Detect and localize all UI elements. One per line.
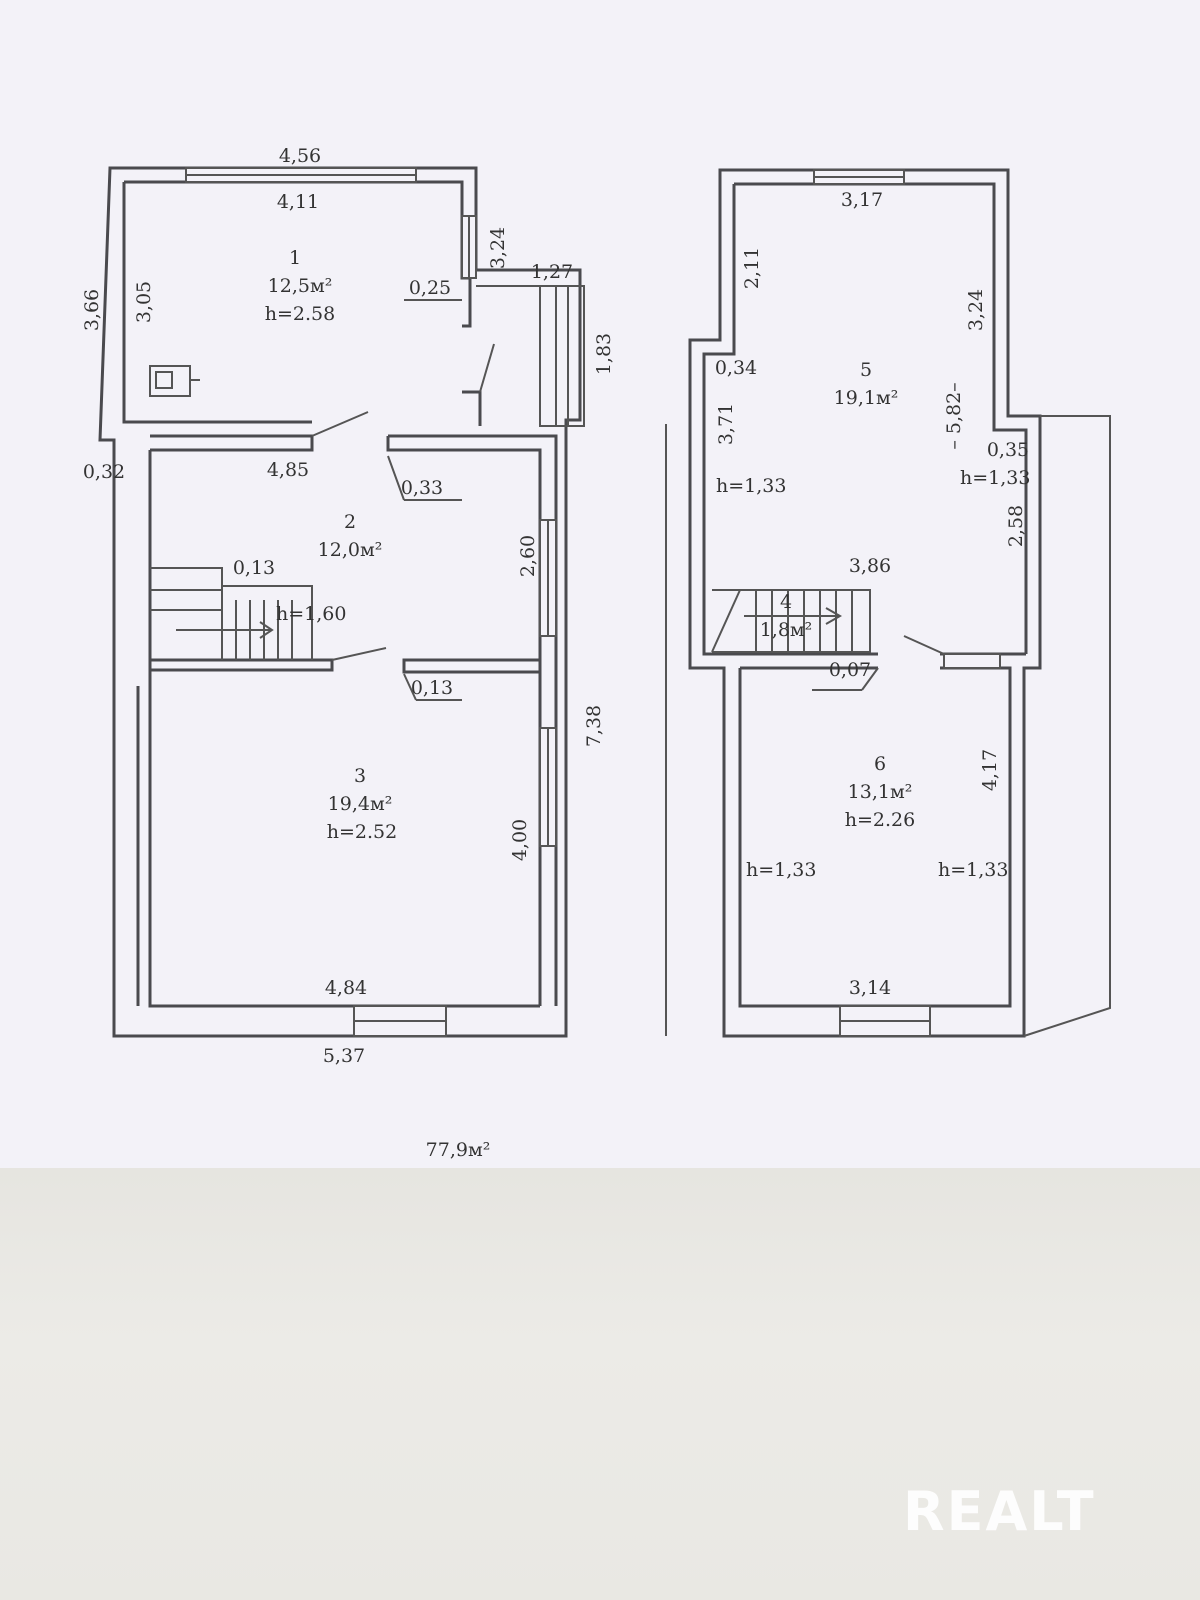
room-2-number: 2 (344, 511, 356, 533)
dim-upper-left-mid: 3,71 (715, 403, 737, 445)
low-height-2: h=1,33 (960, 467, 1030, 489)
room-6-height: h=2.26 (845, 809, 915, 831)
ground-floor-walls (98, 166, 585, 1038)
dim-ground-left-outer: 3,66 (81, 289, 103, 331)
room-2-area: 12,0м² (318, 539, 383, 561)
room-6-number: 6 (874, 753, 886, 775)
room-3-height: h=2.52 (327, 821, 397, 843)
dim-upper-room6-w: 3,14 (849, 977, 891, 999)
room-5-area: 19,1м² (834, 387, 899, 409)
low-height-4: h=1,33 (938, 859, 1008, 881)
room-1-area: 12,5м² (268, 275, 333, 297)
dim-upper-room5-h: – 5,82– (943, 382, 965, 449)
ground-floor-windows (185, 167, 557, 1037)
dim-ground-top-inner: 4,11 (277, 191, 319, 213)
dim-ground-offset: 0,32 (83, 461, 125, 483)
background-surface (0, 1168, 1200, 1600)
dim-ground-total-h: 7,38 (583, 705, 605, 747)
room-1-height: h=2.58 (265, 303, 335, 325)
room-labels: 1 12,5м² h=2.58 2 12,0м² 3 19,4м² h=2.52… (265, 247, 1031, 1161)
dim-ground-partition: 0,13 (411, 677, 453, 699)
dim-ground-room3-w: 4,84 (325, 977, 367, 999)
dim-ground-vestibule-w: 1,27 (531, 261, 573, 283)
room-6-area: 13,1м² (848, 781, 913, 803)
dim-ground-door-1: 0,33 (401, 477, 443, 499)
dim-upper-room5-w: 3,86 (849, 555, 891, 577)
upper-floor-dimensions: 3,17 2,11 3,24 0,34 3,71 – 5,82– 0,35 2,… (715, 189, 1029, 999)
dim-upper-offset-right: 0,35 (987, 439, 1029, 461)
dim-ground-wall-thick: 0,25 (409, 277, 451, 299)
dim-ground-left-inner: 3,05 (133, 281, 155, 323)
paper-sheet (0, 0, 1200, 1168)
room-3-number: 3 (354, 765, 366, 787)
dim-upper-top: 3,17 (841, 189, 883, 211)
dim-ground-bottom-outer: 5,37 (323, 1045, 365, 1067)
total-area: 77,9м² (426, 1139, 491, 1161)
dim-upper-door: 0,07 (829, 659, 871, 681)
room-3-area: 19,4м² (328, 793, 393, 815)
room-4-number: 4 (780, 591, 792, 613)
dim-upper-offset-left: 0,34 (715, 357, 757, 379)
dim-upper-room6-h: 4,17 (979, 749, 1001, 791)
low-height-3: h=1,33 (746, 859, 816, 881)
upper-floor-walls (665, 168, 1111, 1038)
stair-height: h=1,60 (276, 603, 346, 625)
dim-upper-left-top: 2,11 (741, 247, 763, 289)
dim-ground-room2-w: 4,85 (267, 459, 309, 481)
room-5-number: 5 (860, 359, 872, 381)
dim-ground-room2-h: 2,60 (517, 535, 539, 577)
dim-ground-top-outer: 4,56 (279, 145, 321, 167)
dim-ground-right-wall: 3,24 (487, 227, 509, 269)
dim-ground-room3-h: 4,00 (509, 819, 531, 861)
upper-floor-windows (813, 169, 1001, 1037)
dim-upper-right-mid: 2,58 (1005, 505, 1027, 547)
dim-ground-stair-gap: 0,13 (233, 557, 275, 579)
room-1-number: 1 (289, 247, 301, 269)
floor-plan: 1 12,5м² h=2.58 2 12,0м² 3 19,4м² h=2.52… (81, 145, 1111, 1161)
dim-ground-vestibule-h: 1,83 (593, 333, 615, 375)
ground-floor-dimensions: 4,56 4,11 3,24 1,27 0,25 3,66 3,05 1,83 … (81, 145, 615, 1067)
room-4-area: 1,8м² (760, 619, 813, 641)
dim-upper-right-top: 3,24 (965, 289, 987, 331)
watermark-logo: REALT (903, 1480, 1096, 1543)
low-height-1: h=1,33 (716, 475, 786, 497)
